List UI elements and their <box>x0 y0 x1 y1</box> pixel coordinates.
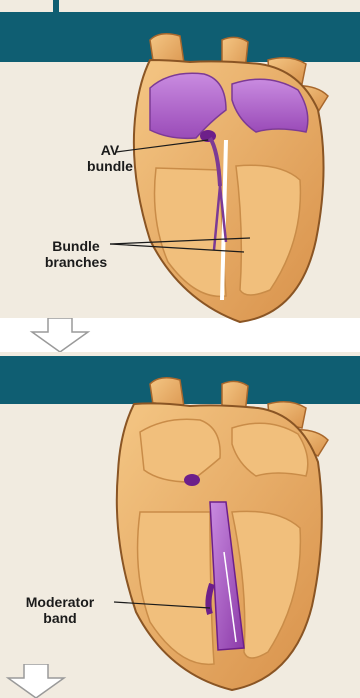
av-bundle-label-line2: bundle <box>80 158 140 174</box>
heart-diagram-av-bundle <box>0 0 360 330</box>
moderator-band-label: Moderator band <box>10 594 110 626</box>
bundle-branches-label: Bundle branches <box>34 238 118 270</box>
moderator-band-label-line1: Moderator <box>10 594 110 610</box>
moderator-band <box>208 584 212 614</box>
down-arrow-icon <box>0 664 360 698</box>
bundle-branches-label-line1: Bundle <box>34 238 118 254</box>
bundle-branches-label-line2: branches <box>34 254 118 270</box>
right-ventricle <box>138 512 214 664</box>
av-bundle-label-line1: AV <box>80 142 140 158</box>
av-node <box>184 474 200 486</box>
down-arrow-icon <box>0 318 360 352</box>
av-bundle-label: AV bundle <box>80 142 140 174</box>
moderator-band-label-line2: band <box>10 610 110 626</box>
heart-diagram-moderator-band <box>0 352 360 698</box>
